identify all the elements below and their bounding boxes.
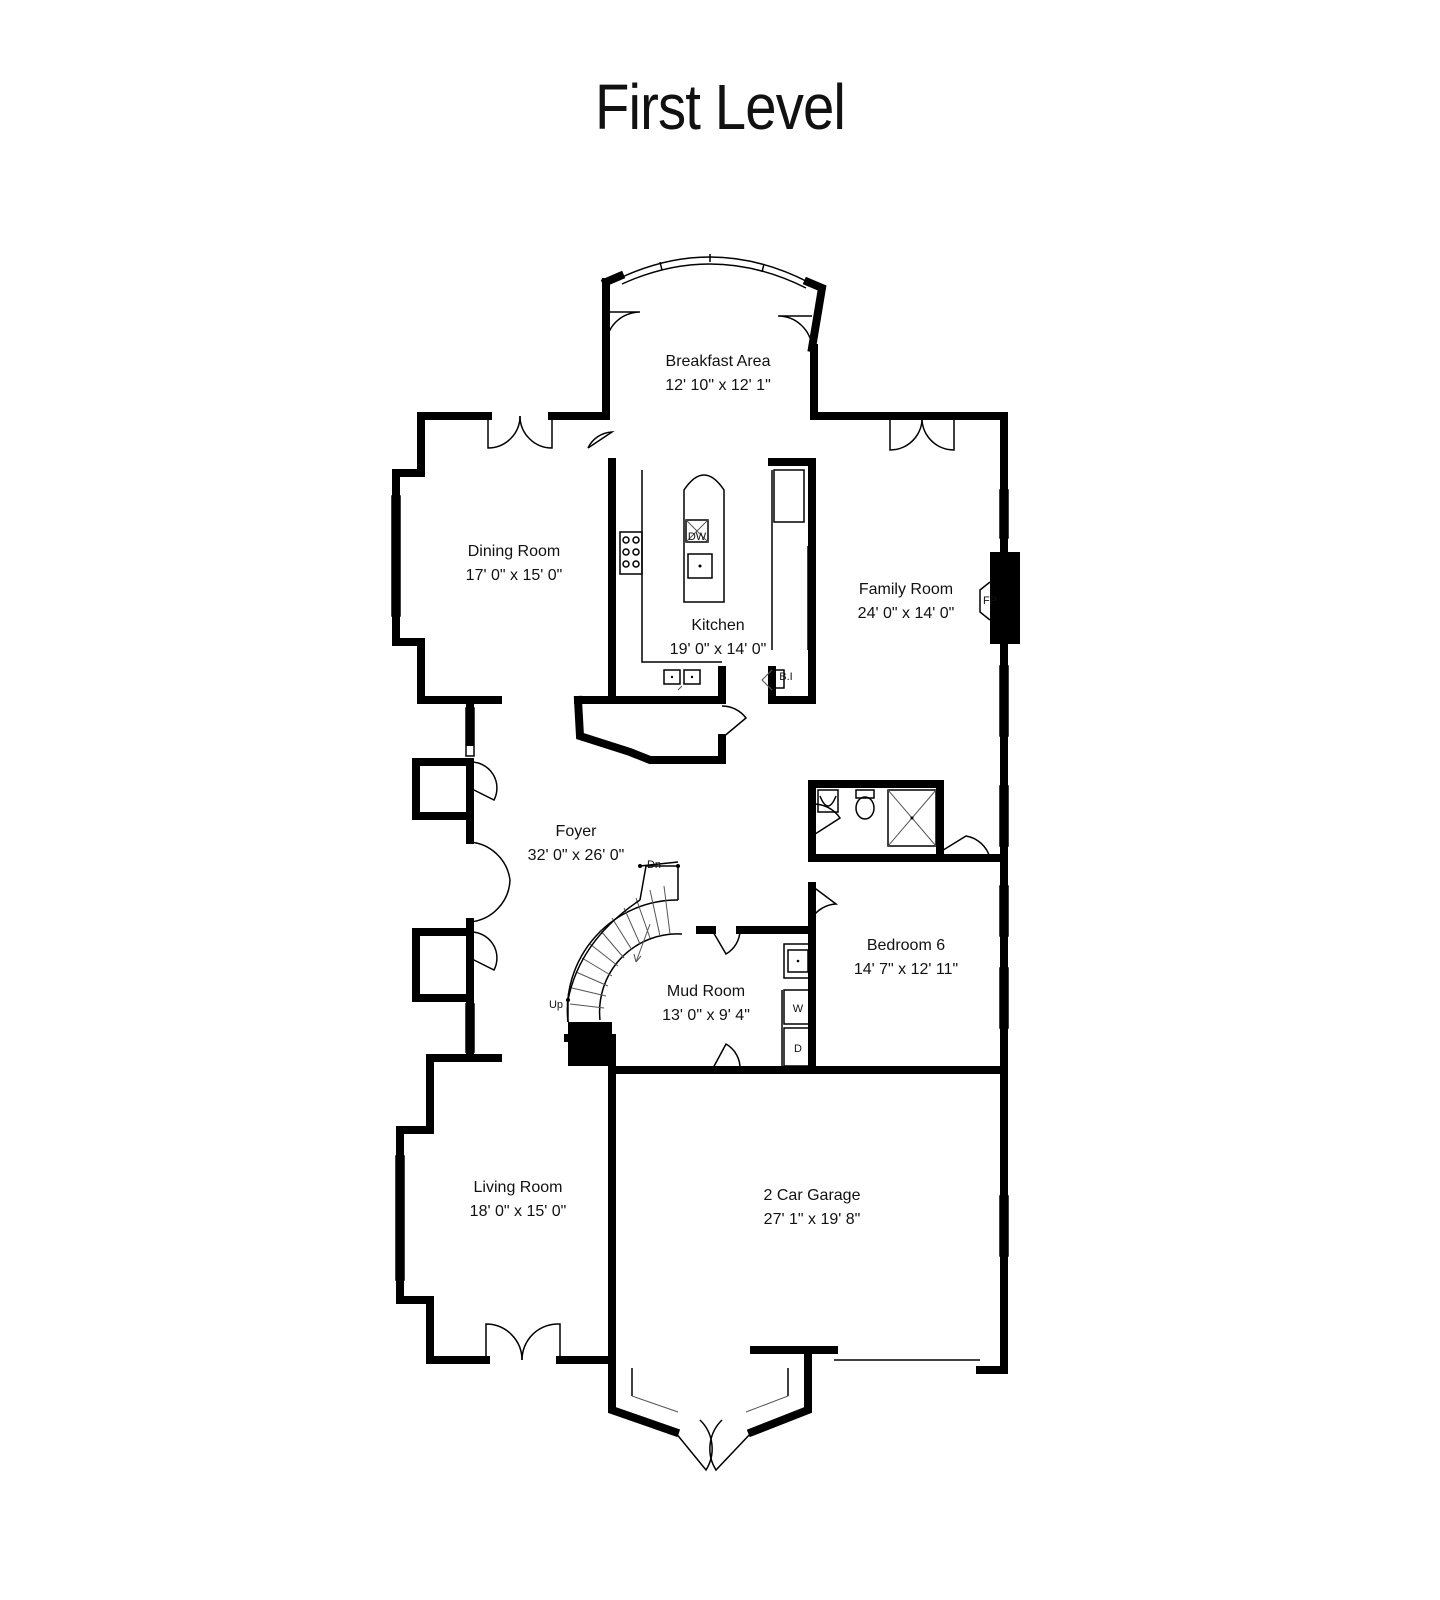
family-room-size: 24' 0" x 14' 0" <box>858 605 955 622</box>
island-sink-icon <box>687 553 713 579</box>
foyer-name: Foyer <box>556 823 598 840</box>
staircase <box>566 861 683 1066</box>
bedroom-6-name: Bedroom 6 <box>867 937 945 954</box>
shower-icon <box>887 789 937 847</box>
bath-fixtures <box>817 789 937 847</box>
bedroom-6-size: 14' 7" x 12' 11" <box>854 961 958 978</box>
breakfast-area-name: Breakfast Area <box>666 353 771 370</box>
living-room-name: Living Room <box>474 1179 563 1196</box>
fireplace-label: FP <box>983 595 997 607</box>
mud-room-size: 13' 0" x 9' 4" <box>662 1007 750 1024</box>
dishwasher-icon <box>685 519 709 543</box>
room-labels: Breakfast Area 12' 10" x 12' 1" Dining R… <box>466 353 959 1228</box>
kitchen-island <box>683 474 725 603</box>
dining-room-size: 17' 0" x 15' 0" <box>466 567 563 584</box>
fixture-labels: DW FP B.I W D Dn Up <box>549 531 997 1055</box>
sink-icon <box>663 669 681 685</box>
family-room-name: Family Room <box>859 581 953 598</box>
kitchen-fixtures <box>619 469 809 691</box>
utility-sink-icon <box>783 943 813 979</box>
laundry-fixtures <box>781 943 813 1067</box>
washer-icon <box>783 989 813 1025</box>
dryer-label: D <box>794 1043 802 1055</box>
windows <box>391 489 1009 1281</box>
washer-label: W <box>793 1003 804 1015</box>
toilet-icon <box>855 789 875 799</box>
stairs-up-label: Up <box>549 999 563 1011</box>
garage-name: 2 Car Garage <box>764 1187 861 1204</box>
dining-room-name: Dining Room <box>468 543 560 560</box>
garage-size: 27' 1" x 19' 8" <box>764 1211 861 1228</box>
stairs-down-label: Dn <box>647 859 661 871</box>
walls <box>392 270 1008 1438</box>
mud-room-name: Mud Room <box>667 983 745 1000</box>
page-title: First Level <box>594 71 846 143</box>
dryer-icon <box>783 1027 813 1067</box>
fireplace-icon <box>979 552 1020 644</box>
breakfast-bay-window <box>619 254 809 289</box>
bath-sink-icon <box>817 789 839 813</box>
built-in-label: B.I <box>779 671 792 683</box>
kitchen-name: Kitchen <box>691 617 744 634</box>
doors <box>469 311 991 1472</box>
dishwasher-label: DW <box>688 531 707 543</box>
range-icon <box>619 531 643 575</box>
foyer-size: 32' 0" x 26' 0" <box>528 847 625 864</box>
breakfast-area-size: 12' 10" x 12' 1" <box>665 377 771 394</box>
kitchen-size: 19' 0" x 14' 0" <box>670 641 767 658</box>
living-room-size: 18' 0" x 15' 0" <box>470 1203 567 1220</box>
